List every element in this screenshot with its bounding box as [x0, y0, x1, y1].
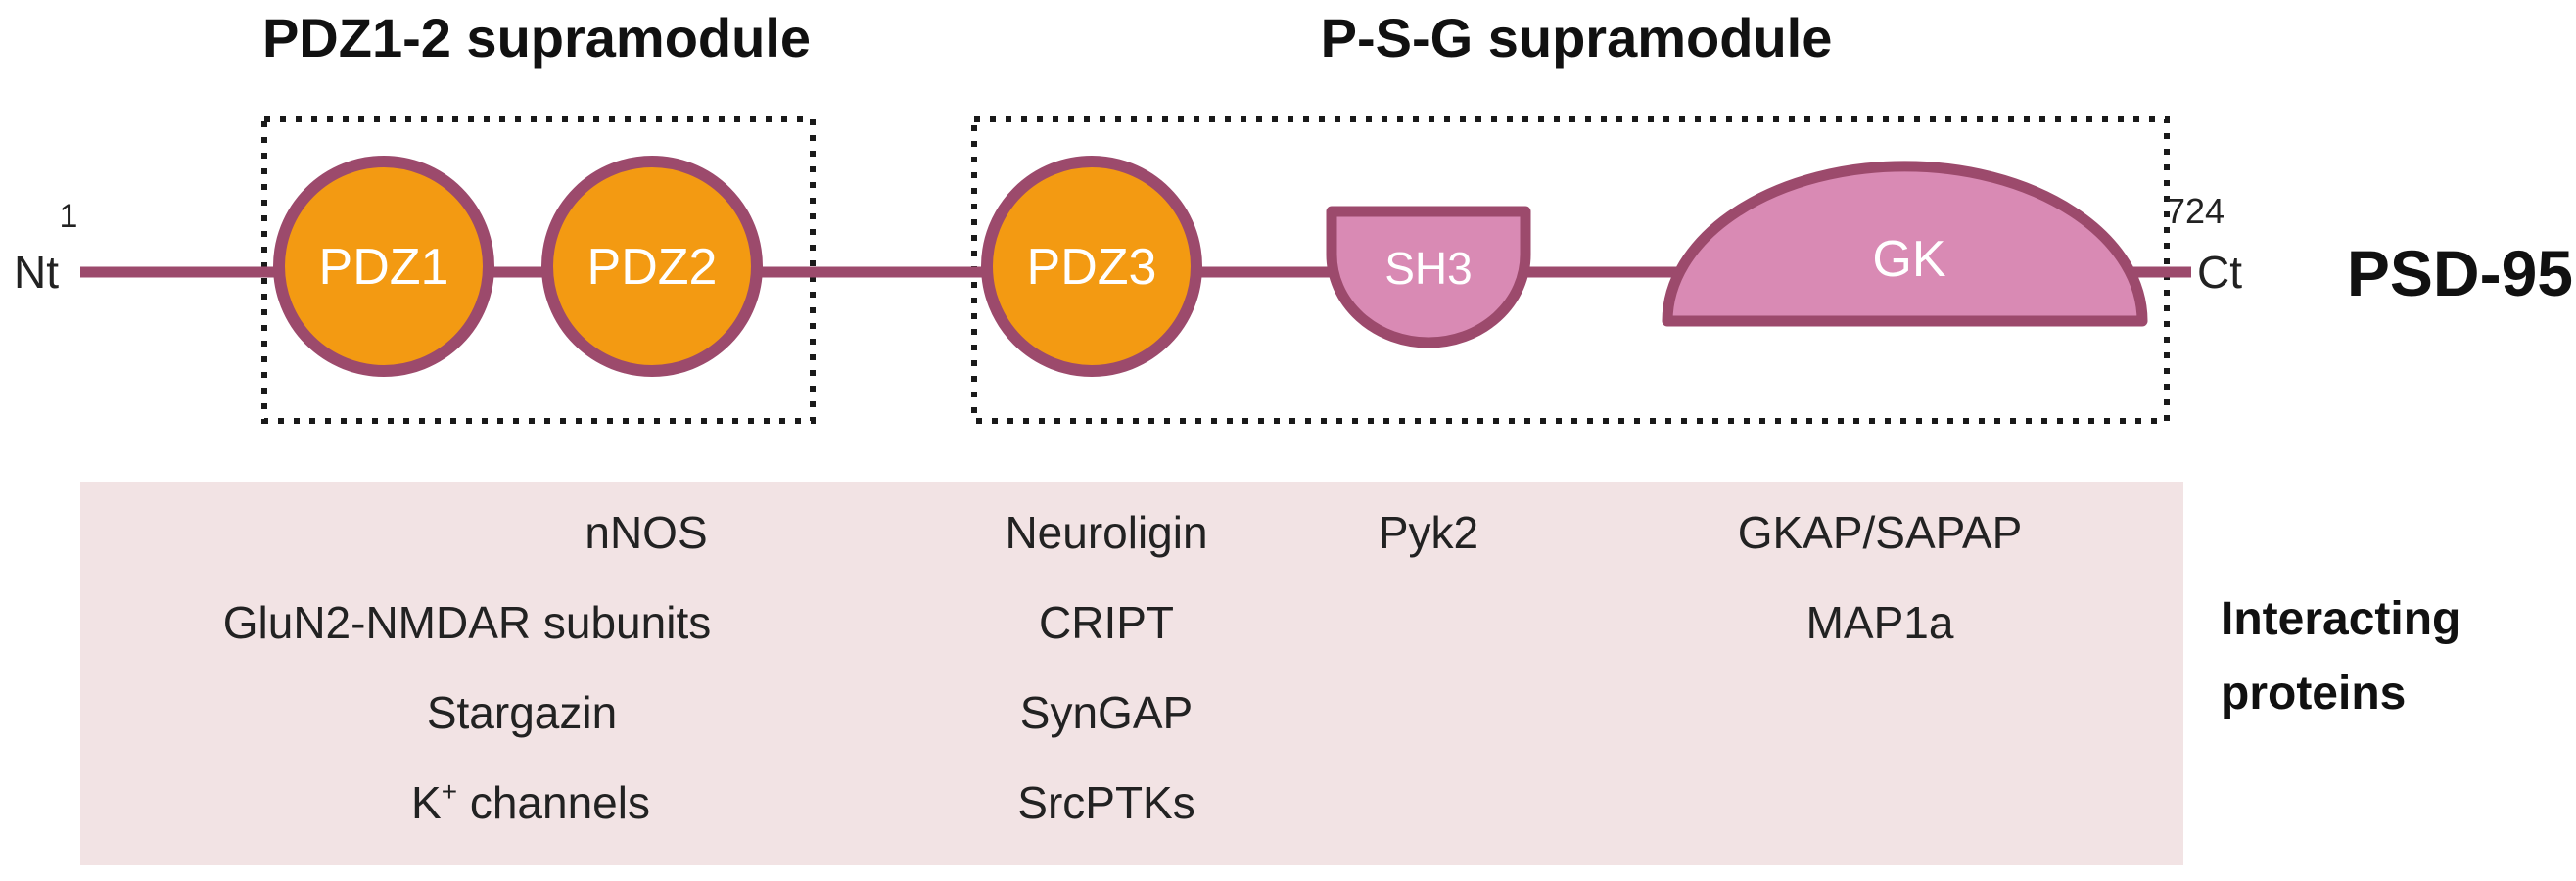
interacting-proteins-label-line1: Interacting [2221, 593, 2460, 645]
sh3-partner-0: Pyk2 [1379, 507, 1478, 558]
pdz12-supramodule-title: PDZ1-2 supramodule [262, 7, 811, 69]
interacting-proteins-label-line2: proteins [2221, 668, 2406, 719]
n-terminus-index: 1 [60, 198, 78, 235]
interacting-proteins-panel [80, 482, 2183, 865]
pdz12-partner-nnos: nNOS [585, 507, 707, 558]
c-terminus-label: Ct [2197, 247, 2242, 298]
pdz3-domain: PDZ3 [981, 156, 1202, 377]
gk-partner-1: MAP1a [1806, 597, 1954, 648]
pdz3-partner-0: Neuroligin [1005, 507, 1207, 558]
c-terminus-index: 724 [2166, 191, 2225, 231]
pdz3-partner-1: CRIPT [1039, 597, 1174, 648]
sh3-domain: SH3 [1326, 206, 1531, 348]
pdz12-partner-stargazin: Stargazin [427, 687, 617, 738]
gk-domain: GK [1662, 161, 2148, 327]
pdz2-domain: PDZ2 [541, 156, 763, 377]
gk-partner-0: GKAP/SAPAP [1738, 507, 2023, 558]
pdz3-partner-3: SrcPTKs [1017, 777, 1194, 828]
pdz1-domain: PDZ1 [273, 156, 494, 377]
sh3-label: SH3 [1384, 243, 1472, 294]
psg-supramodule-title: P-S-G supramodule [1321, 7, 1833, 69]
pdz3-label: PDZ3 [1027, 239, 1157, 296]
n-terminus-label: Nt [14, 247, 59, 298]
pdz12-partner-glun2: GluN2-NMDAR subunits [223, 597, 711, 648]
gk-label: GK [1872, 231, 1945, 288]
pdz1-label: PDZ1 [319, 239, 449, 296]
pdz3-partner-2: SynGAP [1020, 687, 1193, 738]
protein-name: PSD-95 [2347, 237, 2573, 309]
pdz12-partner-k-channels: K+ channels [411, 776, 650, 828]
pdz2-label: PDZ2 [587, 239, 718, 296]
